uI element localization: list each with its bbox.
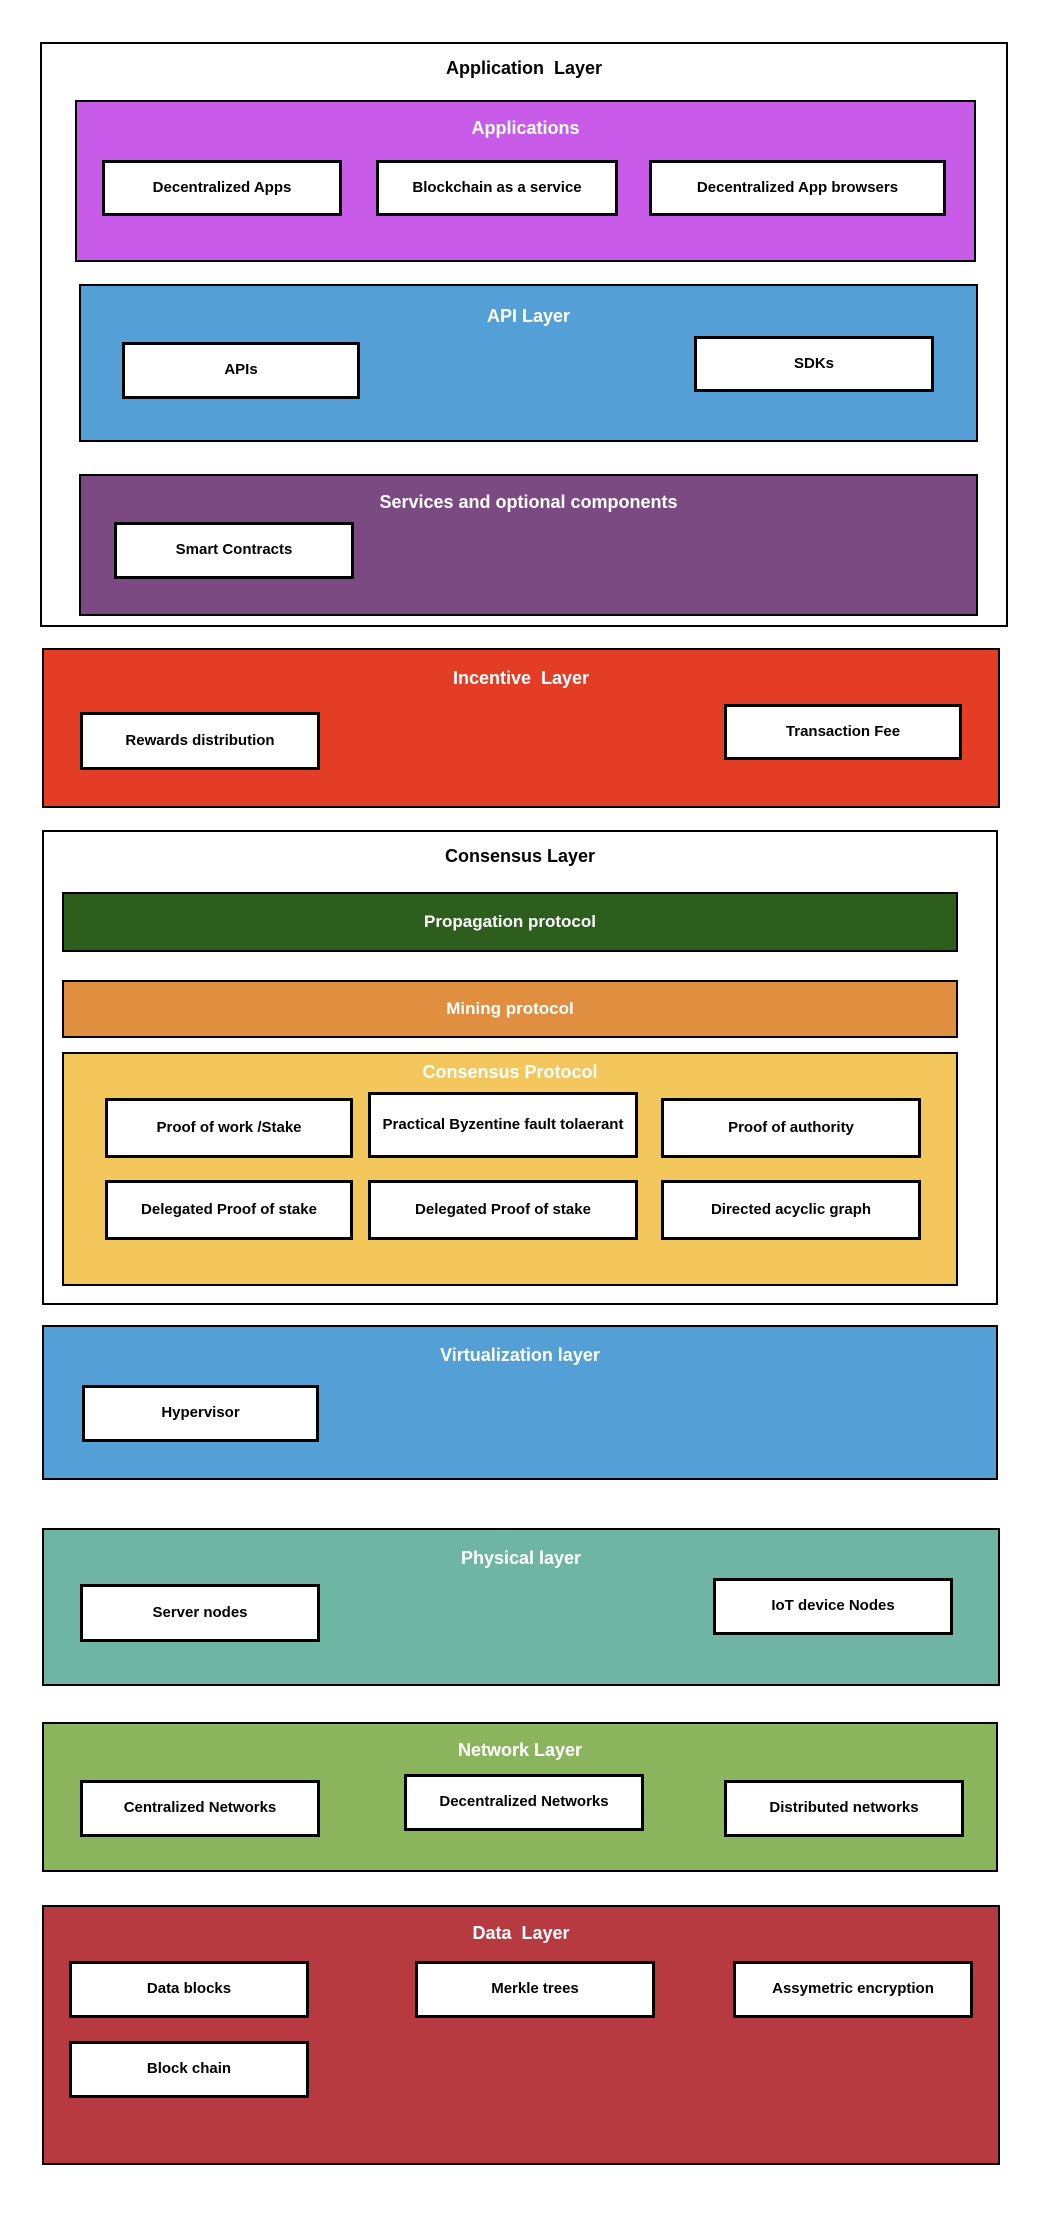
box-data-blocks: Data blocks <box>69 1961 309 2018</box>
physical-layer-title: Physical layer <box>460 1548 582 1568</box>
box-decentralized-apps: Decentralized Apps <box>102 160 342 216</box>
consensus-protocol-title: Consensus Protocol <box>422 1062 598 1082</box>
box-sdks: SDKs <box>694 336 934 392</box>
box-decentralized-app-browsers: Decentralized App browsers <box>649 160 946 216</box>
box-merkle-trees: Merkle trees <box>415 1961 655 2018</box>
box-smart-contracts: Smart Contracts <box>114 522 354 579</box>
box-proof-of-authority: Proof of authority <box>661 1098 921 1158</box>
box-iot-device-nodes: IoT device Nodes <box>713 1578 953 1635</box>
box-practical-byzantine-fault-tolerant: Practical Byzentine fault tolaerant <box>368 1092 638 1158</box>
application-layer-section: Application Layer Applications Decentral… <box>40 42 1008 627</box>
box-apis: APIs <box>122 342 360 399</box>
box-blockchain-as-a-service: Blockchain as a service <box>376 160 618 216</box>
box-assymetric-encryption: Assymetric encryption <box>733 1961 973 2018</box>
data-layer-section: Data Layer Data blocks Merkle trees Assy… <box>42 1905 1000 2165</box>
box-directed-acyclic-graph: Directed acyclic graph <box>661 1180 921 1240</box>
applications-title: Applications <box>471 118 580 138</box>
consensus-protocol-group: Consensus Protocol Proof of work /Stake … <box>62 1052 958 1286</box>
box-distributed-networks: Distributed networks <box>724 1780 964 1837</box>
virtualization-layer-title: Virtualization layer <box>440 1345 600 1365</box>
services-title: Services and optional components <box>379 492 678 512</box>
box-hypervisor: Hypervisor <box>82 1385 319 1442</box>
box-delegated-proof-of-stake-1: Delegated Proof of stake <box>105 1180 353 1240</box>
network-layer-title: Network Layer <box>457 1740 583 1760</box>
physical-layer-section: Physical layer Server nodes IoT device N… <box>42 1528 1000 1686</box>
bar-mining-protocol: Mining protocol <box>62 980 958 1038</box>
consensus-layer-title: Consensus Layer <box>444 846 596 866</box>
box-rewards-distribution: Rewards distribution <box>80 712 320 770</box>
incentive-layer-title: Incentive Layer <box>452 668 590 688</box>
virtualization-layer-section: Virtualization layer Hypervisor <box>42 1325 998 1480</box>
box-decentralized-networks: Decentralized Networks <box>404 1774 644 1831</box>
bar-propagation-protocol: Propagation protocol <box>62 892 958 952</box>
applications-group: Applications Decentralized Apps Blockcha… <box>75 100 976 262</box>
data-layer-title: Data Layer <box>472 1923 570 1943</box>
box-centralized-networks: Centralized Networks <box>80 1780 320 1837</box>
consensus-layer-section: Consensus Layer Propagation protocol Min… <box>42 830 998 1305</box>
api-layer-title: API Layer <box>486 306 571 326</box>
incentive-layer-section: Incentive Layer Rewards distribution Tra… <box>42 648 1000 808</box>
network-layer-section: Network Layer Centralized Networks Decen… <box>42 1722 998 1872</box>
box-block-chain: Block chain <box>69 2041 309 2098</box>
box-server-nodes: Server nodes <box>80 1584 320 1642</box>
services-group: Services and optional components Smart C… <box>79 474 978 616</box>
box-proof-of-work-stake: Proof of work /Stake <box>105 1098 353 1158</box>
box-delegated-proof-of-stake-2: Delegated Proof of stake <box>368 1180 638 1240</box>
api-layer-group: API Layer APIs SDKs <box>79 284 978 442</box>
box-transaction-fee: Transaction Fee <box>724 704 962 760</box>
application-layer-title: Application Layer <box>445 58 603 78</box>
